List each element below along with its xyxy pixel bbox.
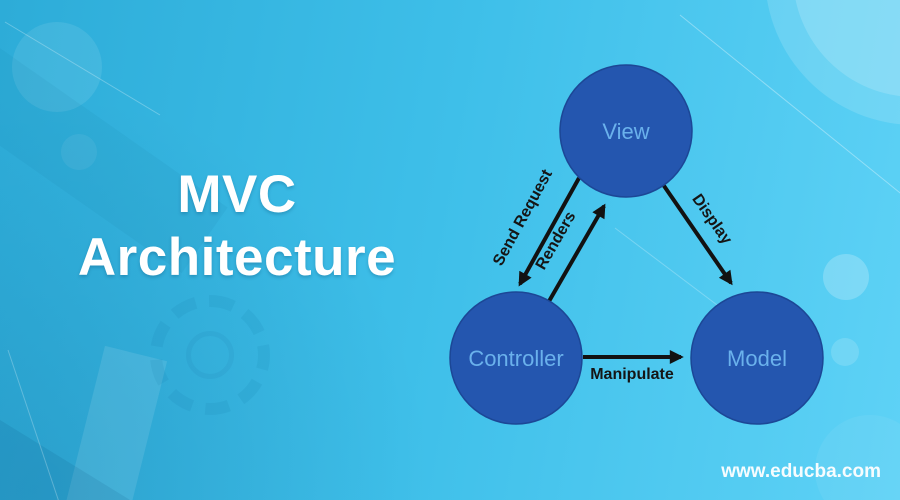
watermark-url: www.educba.com xyxy=(721,461,881,482)
edge-label-manipulate: Manipulate xyxy=(590,366,674,383)
edge-controller-to-view xyxy=(546,203,606,304)
node-model-circle xyxy=(690,291,824,425)
edge-label-display: Display xyxy=(688,191,735,247)
page-title: MVC Architecture xyxy=(17,163,457,289)
edge-view-to-model xyxy=(660,181,733,286)
edge-view-to-controller xyxy=(518,177,581,287)
title-line-1: MVC xyxy=(177,165,297,224)
node-controller-circle xyxy=(449,291,583,425)
node-label-controller: Controller xyxy=(468,346,563,371)
node-label-model: Model xyxy=(727,346,787,371)
node-label-view: View xyxy=(602,119,649,144)
title-line-2: Architecture xyxy=(77,228,397,287)
node-view-circle xyxy=(559,64,693,198)
